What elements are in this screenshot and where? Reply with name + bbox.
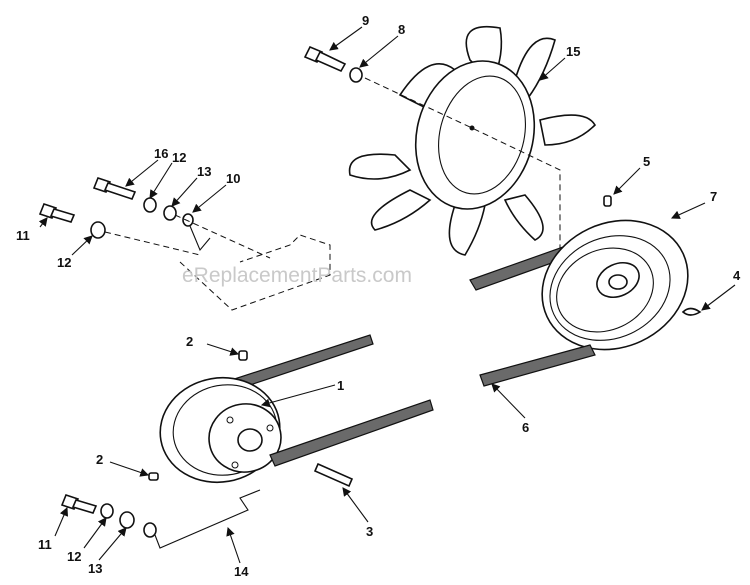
callout-12-bottom: 12 (67, 549, 81, 564)
mounting-bracket (179, 234, 331, 311)
washer-8 (349, 67, 363, 83)
callout-2-upper: 2 (186, 334, 193, 349)
callout-12-top: 12 (172, 150, 186, 165)
lockwasher-13-lower (119, 511, 135, 529)
key-4 (681, 307, 702, 316)
callout-labels: 1 2 2 3 4 5 6 7 8 9 10 11 11 12 12 12 13… (16, 13, 741, 579)
leader-lines (38, 26, 736, 564)
lockwasher-13-upper (163, 205, 177, 221)
pulley-1 (159, 376, 282, 484)
callout-3: 3 (366, 524, 373, 539)
rod-10 (182, 213, 211, 252)
callout-2-lower: 2 (96, 452, 103, 467)
bolt-11-upper (38, 203, 76, 223)
washer-12-lower (100, 503, 114, 519)
callout-7: 7 (710, 189, 717, 204)
callout-13-upper: 13 (197, 164, 211, 179)
callout-11-lower: 11 (38, 537, 52, 552)
callout-16: 16 (154, 146, 168, 161)
setscrew-2-lower (148, 472, 159, 481)
fan-assembly (348, 26, 597, 256)
key-3 (313, 462, 354, 488)
belt-lower-right (479, 344, 596, 387)
pulley-7 (541, 219, 689, 351)
callout-6: 6 (522, 420, 529, 435)
callout-11-upper: 11 (16, 228, 30, 243)
callout-15: 15 (566, 44, 580, 59)
callout-5: 5 (643, 154, 650, 169)
belt-lower-left (269, 399, 434, 467)
callout-13-lower: 13 (88, 561, 102, 576)
bolt-11-lower (60, 494, 98, 514)
callout-1: 1 (337, 378, 344, 393)
washer-12-mid (90, 221, 106, 239)
callout-9: 9 (362, 13, 369, 28)
bolt-16 (92, 177, 137, 200)
rod-14 (143, 489, 261, 549)
callout-10: 10 (226, 171, 240, 186)
callout-4: 4 (733, 268, 741, 283)
bolt-9 (303, 45, 347, 73)
watermark: eReplacementParts.com (182, 264, 412, 287)
washer-12-upper (143, 197, 157, 213)
setscrew-2-upper (238, 350, 248, 361)
key-5 (603, 195, 612, 207)
callout-14: 14 (234, 564, 249, 579)
callout-12-mid: 12 (57, 255, 71, 270)
callout-8: 8 (398, 22, 405, 37)
